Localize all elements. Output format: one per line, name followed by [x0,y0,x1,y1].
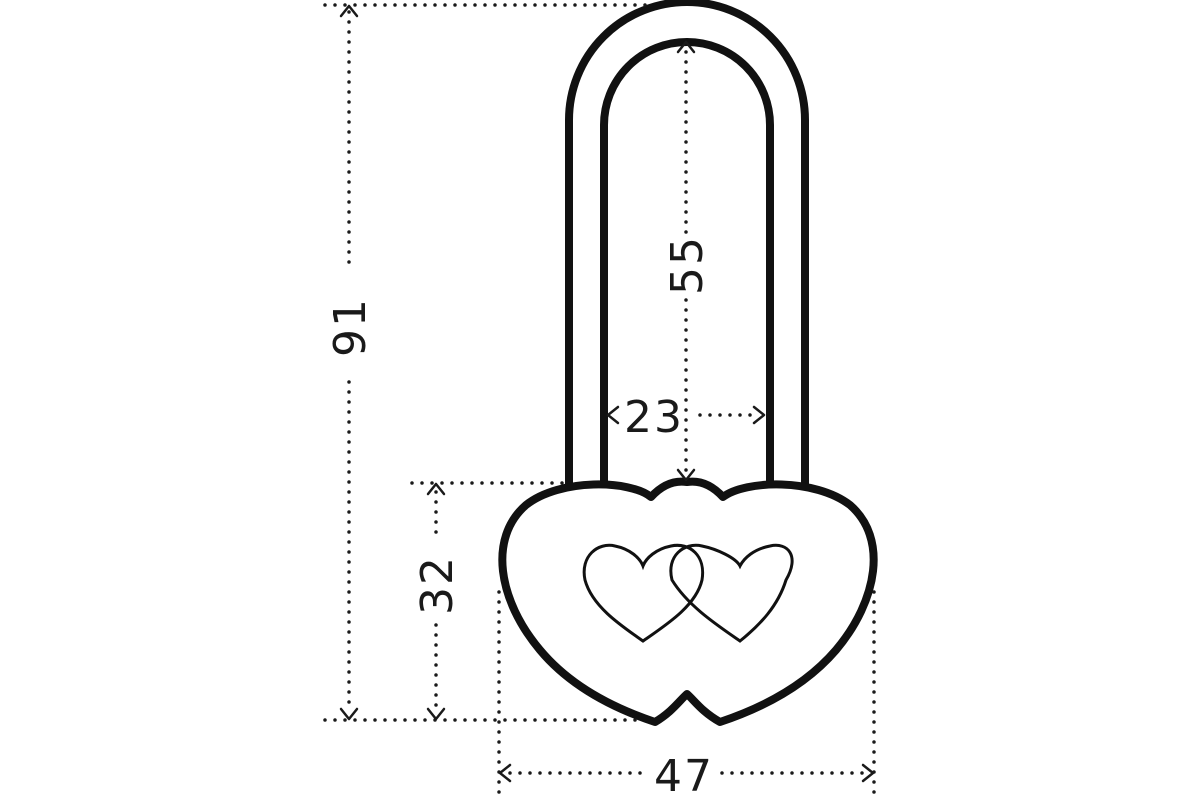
arrowhead-up-icon [676,40,696,54]
dimension-label-shackle-width: 23 [624,392,684,443]
arrowhead-right-icon [861,763,875,783]
dimension-label-overall-height: 91 [325,297,376,357]
left-heart-icon [582,543,705,643]
right-heart-icon [669,543,794,643]
dimension-body-height: 32 [410,481,567,721]
dimension-label-body-width: 47 [654,751,714,800]
arrowhead-up-icon [339,4,359,18]
shackle-outer [565,0,809,488]
dimension-shackle-width: 23 [606,392,766,443]
dimension-body-width: 47 [497,590,876,800]
dimension-overall-height: 91 [323,3,652,722]
dimension-label-shackle-height: 55 [662,235,713,295]
dimension-label-body-height: 32 [412,555,463,615]
dimension-shackle-height: 55 [662,40,713,482]
arrowhead-up-icon [426,482,446,496]
arrowhead-left-icon [498,763,512,783]
arrowhead-down-icon [676,468,696,482]
arrowhead-left-icon [606,405,620,425]
engraved-hearts-icon [582,543,794,643]
arrowhead-right-icon [752,405,766,425]
arrowhead-down-icon [339,707,359,721]
arrowhead-down-icon [426,707,446,721]
